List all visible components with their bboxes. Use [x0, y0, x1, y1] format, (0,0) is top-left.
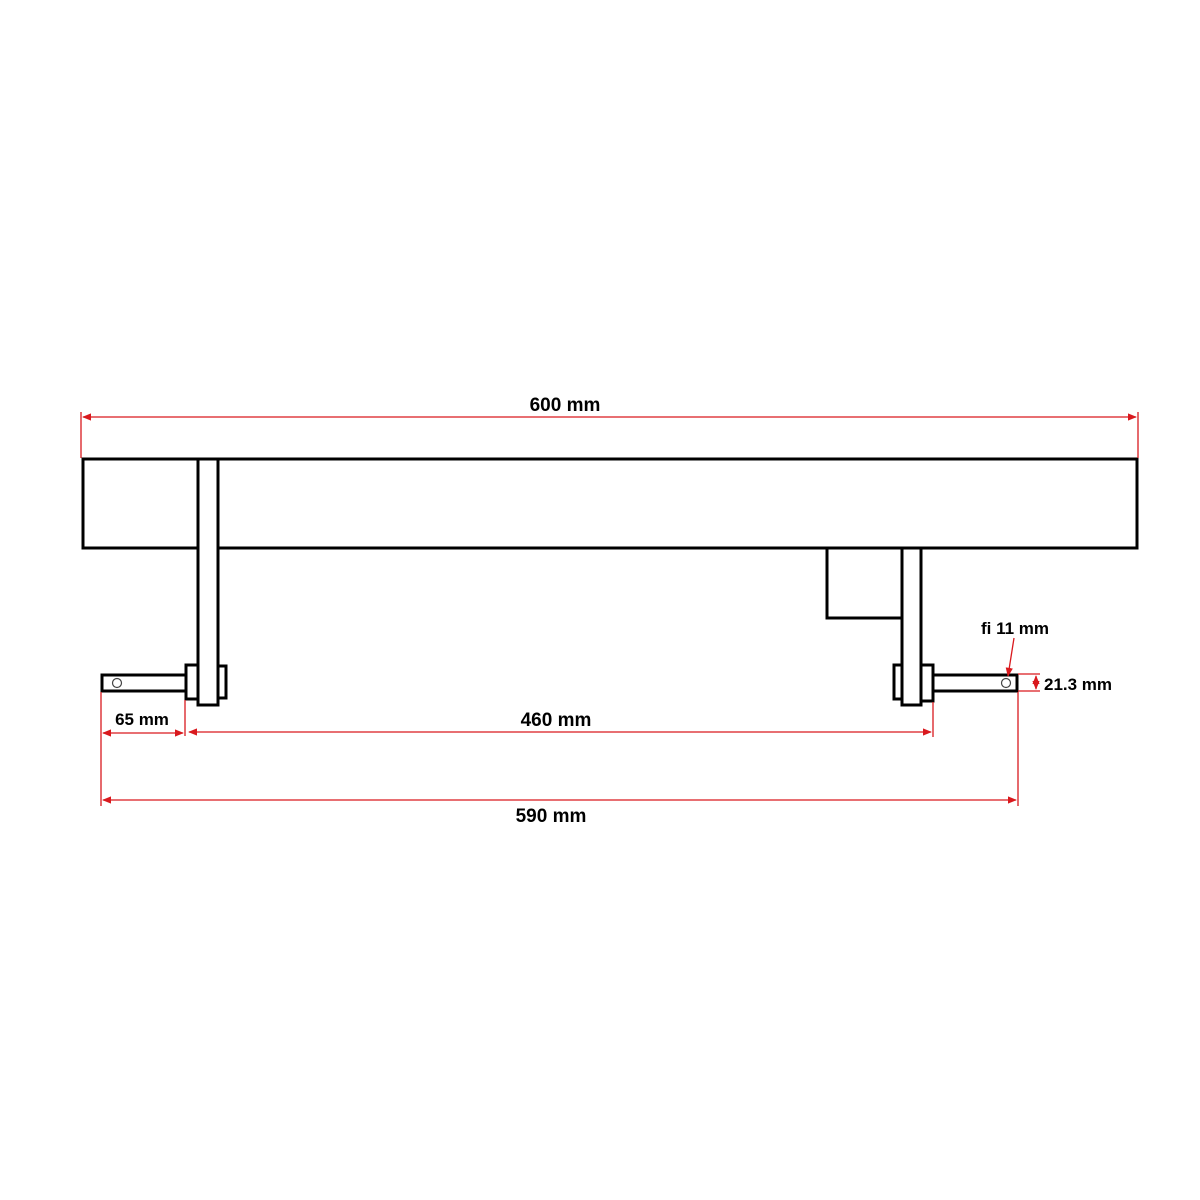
dimension-tab-height	[1018, 673, 1040, 692]
right-hole	[1000, 677, 1012, 689]
main-beam	[81, 457, 1139, 550]
label-tab-height: 21.3 mm	[1044, 675, 1112, 694]
dimension-590	[102, 692, 1019, 806]
left-hole	[111, 677, 123, 689]
label-hole-diameter: fi 11 mm	[981, 619, 1049, 638]
dimension-hole-diameter	[1005, 637, 1015, 677]
label-65: 65 mm	[115, 710, 169, 729]
dimension-65	[100, 692, 186, 806]
label-600: 600 mm	[530, 395, 601, 416]
left-pin-tab	[100, 673, 188, 693]
motor-block	[825, 546, 904, 620]
label-460: 460 mm	[521, 710, 592, 731]
left-bracket	[100, 457, 228, 707]
right-pin-tab	[931, 673, 1019, 693]
right-bracket	[825, 546, 1019, 707]
dimension-600	[80, 412, 1139, 458]
label-590: 590 mm	[516, 806, 587, 827]
dimension-460	[188, 702, 934, 737]
